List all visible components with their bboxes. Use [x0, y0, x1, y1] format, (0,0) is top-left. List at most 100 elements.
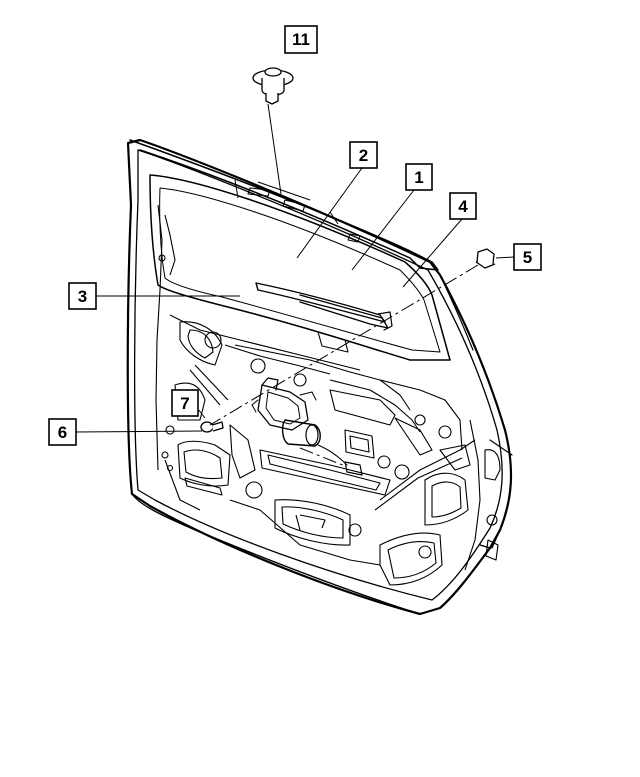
liftgate-inner-edge [133, 149, 503, 601]
right-side-hole [486, 514, 498, 526]
right-upper-bracket [394, 417, 433, 456]
right-handle-pocket [424, 472, 469, 526]
center-round-hole-2 [394, 464, 410, 480]
left-pillar-hole [158, 254, 166, 262]
wiper-motor-wire [317, 444, 348, 466]
bolt-head [200, 421, 214, 433]
leader-2 [296, 167, 363, 259]
centre-line-motor [299, 447, 346, 467]
right-side-pillar [464, 419, 481, 571]
inner-panel-center [229, 331, 501, 586]
grommet-part-11 [252, 67, 294, 105]
wiper-motor-cap [305, 424, 319, 446]
callout-label-1: 1 [414, 168, 423, 187]
center-boss-1 [250, 358, 266, 374]
header-marker [347, 233, 361, 243]
left-mid-rib [224, 344, 331, 375]
right-diagonal-rib [379, 439, 476, 501]
upper-header-slot-right [282, 199, 306, 212]
wiper-motor-mount-1 [251, 399, 259, 413]
liftgate-bottom-lip [131, 493, 421, 615]
callout-label-3: 3 [78, 287, 87, 306]
center-lower-tray [259, 449, 391, 496]
callout-box-4 [449, 192, 477, 220]
right-boss-1 [414, 414, 426, 426]
left-handle-slot [184, 477, 223, 496]
callout-label-4: 4 [458, 197, 468, 216]
wiper-arm [255, 282, 393, 331]
callout-box-5 [513, 243, 542, 271]
right-side-bracket [484, 449, 501, 481]
glass-opening [149, 174, 451, 361]
latch-slot [295, 514, 326, 531]
center-ridge [329, 379, 421, 433]
callout-2: 2 [349, 141, 378, 169]
center-square-pocket [344, 429, 375, 459]
left-pillar [155, 204, 163, 471]
center-lower-rib [229, 499, 381, 566]
bolt-shank [211, 421, 224, 432]
callout-box-11 [284, 25, 318, 54]
grommet-stem [265, 93, 279, 105]
callout-box-1 [405, 163, 433, 191]
center-upper-channel [234, 344, 411, 411]
center-lower-tray-inner [267, 454, 381, 491]
left-pillar-bracket [164, 214, 176, 276]
left-diagonal-rib-2 [194, 364, 229, 401]
callout-box-3 [68, 282, 97, 310]
wiper-motor-connector [344, 461, 363, 476]
wiper-motor-bracket-inner [265, 391, 301, 425]
glass-opening-outer [149, 174, 451, 361]
wiper-motor-body [281, 419, 321, 447]
left-lower-hole-3 [166, 464, 174, 472]
callout-label-7: 7 [180, 394, 189, 413]
callout-4: 4 [449, 192, 477, 220]
latch-housing [274, 499, 351, 546]
nut-part-5 [475, 248, 496, 269]
centre-line-nut-to-bolt [209, 264, 479, 426]
center-pocket [329, 389, 396, 426]
latch-housing-inner [281, 506, 344, 539]
right-boss-2 [438, 425, 452, 439]
upper-header-bracket [234, 179, 339, 225]
right-lower-pocket [379, 532, 443, 586]
leader-6 [74, 430, 203, 433]
grommet-body [261, 78, 285, 96]
wiper-blade [255, 282, 386, 323]
grommet-top [264, 67, 282, 77]
center-square-pocket-inner [349, 435, 370, 453]
callout-label-2: 2 [359, 146, 368, 165]
left-lower-pocket [174, 382, 206, 421]
wiper-motor-bracket [257, 384, 309, 431]
callout-5: 5 [513, 243, 542, 271]
left-handle-pocket-inner [183, 449, 223, 480]
callout-11: 11 [284, 25, 318, 54]
center-round-hole-3 [245, 481, 263, 499]
right-handle-pocket-inner [431, 481, 462, 518]
centre-lines [209, 264, 479, 467]
left-diagonal-rib-1 [189, 369, 221, 406]
callout-1: 1 [405, 163, 433, 191]
upper-header-slot-left [247, 187, 271, 197]
left-opening-recess [187, 329, 214, 359]
wiper-pivot [377, 311, 393, 331]
callout-box-7 [171, 389, 199, 417]
left-round-boss [204, 331, 222, 349]
right-pocket-upper [439, 444, 471, 471]
callout-3: 3 [68, 282, 97, 310]
left-handle-pocket [177, 440, 231, 487]
glass-opening-inner [159, 187, 441, 353]
right-lower-pocket-inner [387, 541, 437, 579]
right-diagonal-rib-2 [374, 457, 463, 511]
leader-11 [267, 103, 282, 195]
nut-flange [475, 261, 496, 269]
left-lower-hole [165, 425, 175, 435]
left-upper-opening [179, 321, 223, 366]
left-lower-rib [164, 459, 201, 511]
left-inner-rail [169, 314, 361, 371]
callout-box-2 [349, 141, 378, 169]
wiper-motor-mount-2 [299, 391, 317, 401]
center-round-hole-1 [377, 455, 391, 469]
